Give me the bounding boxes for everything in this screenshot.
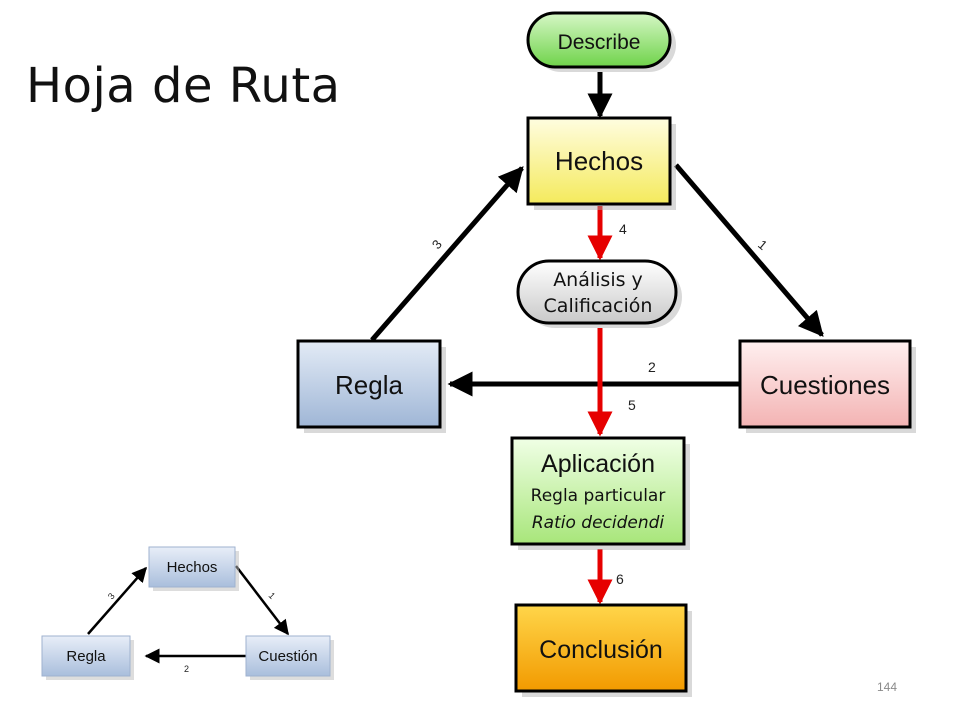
node-hechos: Hechos bbox=[526, 116, 676, 210]
edge-label-5: 5 bbox=[628, 397, 636, 413]
slide-title: Hoja de Ruta bbox=[26, 58, 341, 114]
edge-label-1: 1 bbox=[755, 237, 770, 253]
node-describe-label: Describe bbox=[558, 31, 641, 54]
arrow-1-hechos-cuestiones bbox=[674, 163, 824, 337]
mini-diagram: 1 2 3 Hechos Regla Cuestión bbox=[41, 546, 334, 680]
mini-node-regla-label: Regla bbox=[66, 648, 106, 665]
node-analisis-label-2: Calificación bbox=[544, 295, 653, 317]
mini-edge-label-3: 3 bbox=[106, 591, 117, 601]
node-aplicacion-label: Aplicación bbox=[541, 450, 655, 478]
mini-edge-label-1: 1 bbox=[267, 590, 278, 601]
mini-node-hechos-label: Hechos bbox=[167, 559, 218, 576]
arrows-main bbox=[370, 72, 824, 605]
edge-label-2: 2 bbox=[648, 359, 656, 375]
node-cuestiones: Cuestiones bbox=[738, 339, 916, 433]
node-regla: Regla bbox=[296, 339, 446, 433]
edge-label-4: 4 bbox=[619, 221, 627, 237]
node-conclusion: Conclusión bbox=[514, 603, 692, 697]
node-describe: Describe bbox=[526, 11, 676, 72]
node-aplicacion-line3: Ratio decidendi bbox=[532, 513, 665, 533]
mini-arrow-3 bbox=[87, 566, 147, 635]
mini-node-cuestion: Cuestión bbox=[245, 635, 334, 680]
node-conclusion-label: Conclusión bbox=[539, 636, 663, 664]
edge-label-3: 3 bbox=[429, 237, 445, 252]
mini-node-hechos: Hechos bbox=[148, 546, 239, 591]
mini-node-regla: Regla bbox=[41, 635, 134, 680]
mini-edge-label-2: 2 bbox=[184, 664, 189, 674]
mini-node-cuestion-label: Cuestión bbox=[258, 648, 317, 665]
node-hechos-label: Hechos bbox=[555, 146, 643, 176]
page-number: 144 bbox=[877, 680, 898, 694]
node-analisis: Análisis y Calificación bbox=[516, 259, 682, 328]
arrow-3-regla-hechos bbox=[370, 166, 524, 342]
node-aplicacion: Aplicación Regla particular Ratio decide… bbox=[510, 436, 690, 550]
node-cuestiones-label: Cuestiones bbox=[760, 370, 890, 400]
node-analisis-label-1: Análisis y bbox=[553, 269, 643, 291]
mini-arrow-1 bbox=[235, 565, 289, 636]
node-regla-label: Regla bbox=[335, 370, 403, 400]
edge-label-6: 6 bbox=[616, 571, 624, 587]
node-aplicacion-line2: Regla particular bbox=[531, 486, 666, 506]
